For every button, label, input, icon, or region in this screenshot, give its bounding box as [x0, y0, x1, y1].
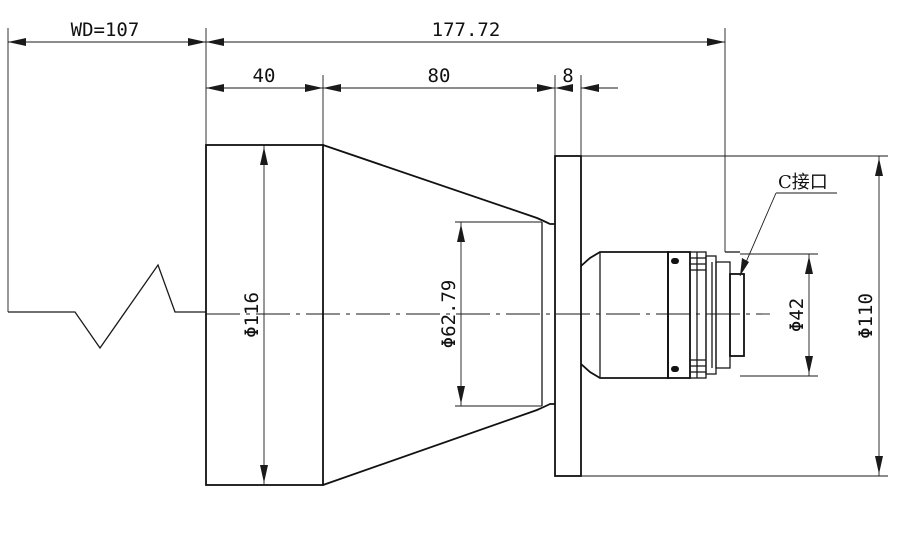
taper-diameter-label: Φ62.79 [438, 280, 460, 349]
section-length-dimensions: 40 80 8 [206, 65, 618, 156]
c-mount-callout: C接口 [739, 172, 837, 277]
wd-dimension: WD=107 [7, 19, 206, 312]
total-length-label: 177.72 [432, 19, 501, 41]
front-cylinder: Φ116 [205, 144, 324, 486]
flange: Φ110 [554, 155, 888, 477]
mount-diameter-label: Φ42 [786, 298, 808, 332]
flange-diameter-label: Φ110 [855, 293, 877, 339]
front-length-label: 40 [253, 65, 276, 87]
front-diameter-label: Φ116 [241, 292, 263, 338]
wd-label: WD=107 [71, 19, 140, 41]
rear-barrel: Φ42 [580, 251, 818, 379]
flange-thickness-label: 8 [562, 65, 573, 87]
total-length-dimension: 177.72 [205, 19, 726, 252]
taper-length-label: 80 [428, 65, 451, 87]
axis-and-break [8, 263, 770, 350]
taper-section: Φ62.79 [322, 144, 555, 486]
c-mount-label: C接口 [778, 172, 828, 193]
